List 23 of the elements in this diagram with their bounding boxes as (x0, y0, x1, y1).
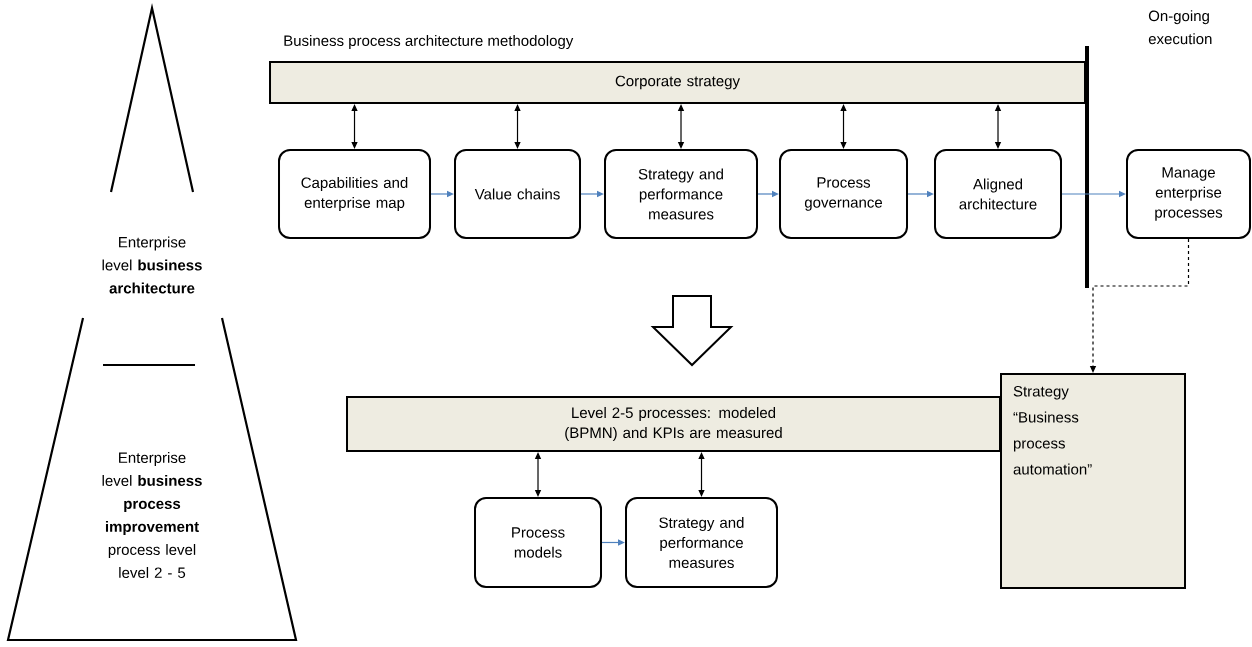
process-box: Value chains (454, 149, 581, 239)
strategy-box: Strategy “Business process automation” (1000, 373, 1186, 589)
level-label: Enterprise level business architecture (102, 236, 202, 294)
pyramid-base: Enterprise level business process improvement process level level 2 - 5 (6, 317, 298, 642)
process-box: Strategy and performance measures (625, 497, 778, 588)
arrow (698, 452, 705, 497)
arrow (351, 104, 358, 149)
process-box: Manage enterprise processes (1126, 149, 1251, 239)
strategy-bar: Corporate strategy (269, 61, 1086, 104)
arrow (677, 104, 685, 149)
process-box: Process governance (779, 149, 908, 239)
arrow (514, 104, 521, 149)
process-box: Strategy and performance measures (604, 149, 758, 239)
process-box: Capabilities and enterprise map (278, 149, 431, 239)
process-box: Aligned architecture (934, 149, 1062, 239)
section-heading: On-going execution (1148, 10, 1212, 45)
strategy-bar: Level 2-5 processes: modeled (BPMN) and KPIs are measured (346, 396, 1001, 452)
arrow (534, 452, 542, 497)
arrow (994, 104, 1002, 149)
process-box: Process models (474, 497, 602, 588)
arrow (840, 104, 847, 149)
block-arrow (650, 295, 734, 367)
arrow (601, 539, 625, 546)
